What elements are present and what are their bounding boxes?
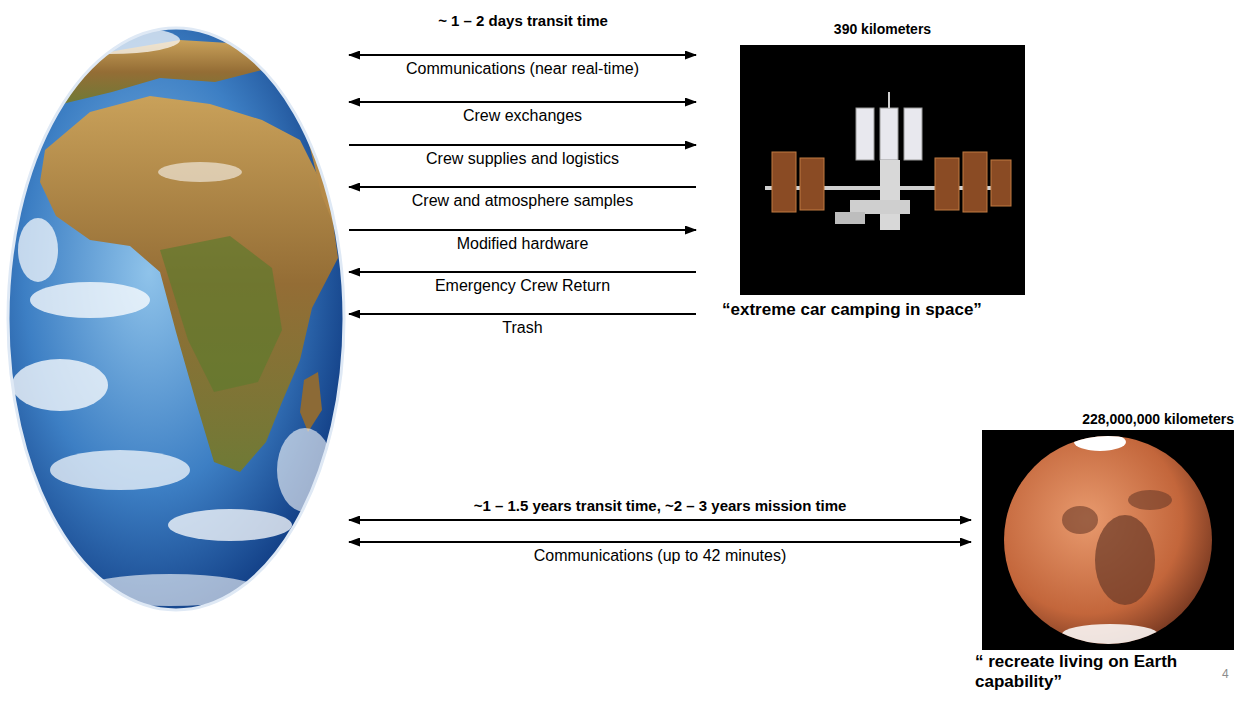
transit-time-note: ~ 1 – 2 days transit time <box>438 12 608 30</box>
radiator-panel <box>904 108 922 160</box>
transfer-arrow <box>349 186 696 188</box>
solar-array <box>935 158 959 210</box>
cloud <box>12 359 108 411</box>
arrow-label-slot: ~1 – 1.5 years transit time, ~2 – 3 year… <box>471 497 850 515</box>
page-number: 4 <box>1222 667 1229 681</box>
earth-ocean <box>8 28 344 610</box>
polar-cap <box>1062 624 1158 644</box>
arrow-label-slot: Crew supplies and logistics <box>423 150 622 169</box>
radiator-panel <box>856 108 874 160</box>
label-slot: 4 <box>1222 664 1229 682</box>
radiator-panel <box>880 108 898 160</box>
arrow-label-slot: Trash <box>499 319 545 338</box>
arrow-label-slot: Crew exchanges <box>460 107 585 126</box>
transfer-arrow <box>349 541 971 543</box>
text-slot: 390 kilometers <box>740 20 1025 38</box>
arrow-label-slot: Communications (up to 42 minutes) <box>531 547 790 566</box>
iss-photo <box>740 45 1025 295</box>
earth-rim <box>8 28 344 610</box>
solar-array <box>991 160 1011 206</box>
cloud <box>50 450 190 490</box>
mars-surface <box>1062 433 1172 644</box>
cloud <box>158 162 242 182</box>
forest-land <box>160 236 282 392</box>
transfer-arrow <box>349 101 696 103</box>
text-slot: “extreme car camping in space” <box>722 300 1040 320</box>
arrow-label: Crew and atmosphere samples <box>409 192 636 211</box>
distance-heading: 390 kilometers <box>834 21 931 38</box>
quote-caption: “ recreate living on Earth capability” <box>975 652 1211 692</box>
station-antenna <box>888 92 890 108</box>
arrow-label-slot: Crew and atmosphere samples <box>409 192 636 211</box>
arrow-label: Communications (up to 42 minutes) <box>531 547 790 566</box>
arrow-label: Trash <box>499 319 545 338</box>
arrow-label-slot: Emergency Crew Return <box>432 277 613 296</box>
madagascar-land <box>300 372 322 432</box>
transfer-arrow <box>349 144 696 146</box>
station-module <box>835 212 865 224</box>
station-module <box>850 200 910 214</box>
mars-photo <box>982 430 1234 650</box>
label-slot: ~ 1 – 2 days transit time <box>438 12 608 30</box>
polar-cap <box>1074 433 1126 451</box>
cloud <box>18 218 58 282</box>
dark-region <box>1062 506 1098 534</box>
arrow-label: Emergency Crew Return <box>432 277 613 296</box>
earth-surface <box>10 26 360 606</box>
dark-region <box>1128 490 1172 510</box>
cloud <box>277 428 333 512</box>
photo-background <box>740 45 1025 295</box>
cloud <box>80 574 260 606</box>
transfer-arrow <box>349 54 696 56</box>
earth-globe <box>8 28 345 610</box>
mars-planet: 228,000,000 kilometers “ recreate living … <box>975 406 1240 696</box>
dark-region <box>1095 515 1155 605</box>
arrow-label: Crew supplies and logistics <box>423 150 622 169</box>
arrow-label: Modified hardware <box>454 235 592 254</box>
transfer-arrow <box>349 271 696 273</box>
cloud <box>30 282 150 318</box>
solar-array <box>800 158 824 210</box>
arrow-label: Crew exchanges <box>460 107 585 126</box>
text-slot: 228,000,000 kilometers <box>975 410 1234 428</box>
transfer-arrow <box>349 229 696 231</box>
transfer-arrow <box>349 313 696 315</box>
solar-array <box>772 152 796 212</box>
arrow-label-slot: Communications (near real-time) <box>403 60 642 79</box>
arrow-label-slot: Modified hardware <box>454 235 592 254</box>
iss-station: 390 kilometers “extreme car camping in sp… <box>700 16 1040 324</box>
photo-background <box>982 430 1234 650</box>
station-module <box>880 160 900 230</box>
distance-heading: 228,000,000 kilometers <box>1082 411 1234 428</box>
mars-disk <box>1004 436 1212 644</box>
cloud <box>168 509 292 541</box>
arrow-label: Communications (near real-time) <box>403 60 642 79</box>
solar-array <box>963 152 987 212</box>
earth-illustration <box>8 26 360 610</box>
quote-caption: “extreme car camping in space” <box>722 300 982 320</box>
text-slot: “ recreate living on Earth capability” <box>975 652 1211 692</box>
arrow-label: ~1 – 1.5 years transit time, ~2 – 3 year… <box>471 497 850 515</box>
transfer-arrow <box>349 519 971 521</box>
